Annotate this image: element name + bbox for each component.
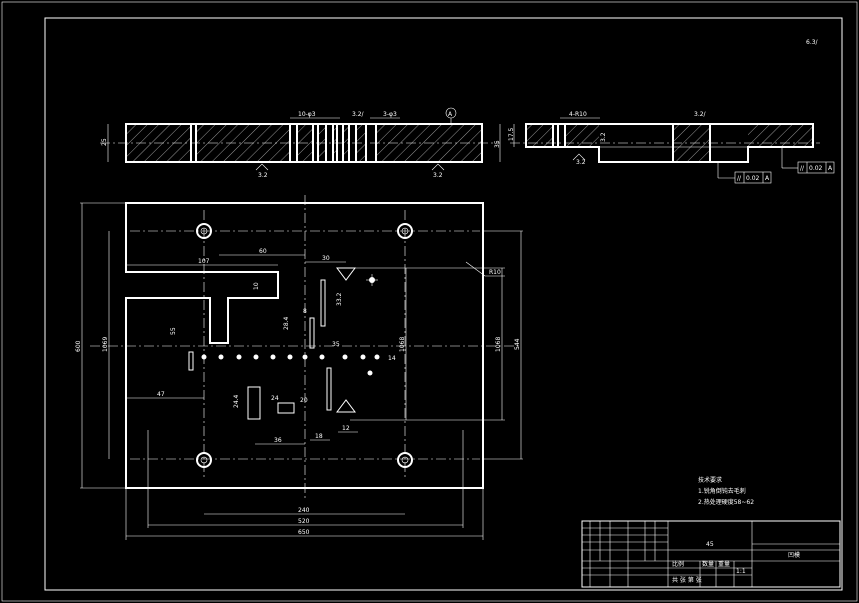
datum-a-label: A xyxy=(448,111,453,118)
triangle-punch-top xyxy=(336,267,356,281)
mount-hole-bottom-right xyxy=(397,452,413,468)
title-part-name: 凹模 xyxy=(788,551,800,559)
tol-frame-1-value: 0.02 xyxy=(746,175,760,182)
dim-r10: R10 xyxy=(489,269,501,276)
front-hole-note-1: 10-φ3 xyxy=(298,111,316,118)
dim-8: 8 xyxy=(303,308,307,315)
side-roughness-top: 3.2/ xyxy=(694,111,707,118)
tech-req-item-2: 2.热处理硬度58~62 xyxy=(698,498,754,506)
dim-14: 14 xyxy=(388,355,396,362)
title-qty-label: 数量 xyxy=(702,560,714,568)
title-block-frame xyxy=(581,520,841,588)
tol-frame-2-value: 0.02 xyxy=(809,165,823,172)
mount-hole-bottom-left xyxy=(196,452,212,468)
dim-24-4: 24.4 xyxy=(233,394,240,408)
dim-bottom-520: 520 xyxy=(298,518,310,525)
tol-frame-2-symbol: // xyxy=(800,165,805,172)
pocket-rect-2 xyxy=(277,402,295,414)
side-dim-inner: 17.5 xyxy=(508,127,515,141)
dim-47: 47 xyxy=(157,391,165,398)
title-weight-label: 重量 xyxy=(718,560,730,568)
tol-frame-1-symbol: // xyxy=(737,175,742,182)
dim-inner-height-left: 1069 xyxy=(102,337,109,352)
side-view-outline xyxy=(525,123,814,163)
tol-frame-2 xyxy=(797,161,835,174)
side-dim-top: 4-R10 xyxy=(569,111,587,118)
dim-107: 107 xyxy=(198,258,210,265)
dim-60: 60 xyxy=(259,248,267,255)
front-thickness-dim: 25 xyxy=(101,138,108,146)
title-block: 45 凹模 比例 数量 重量 1:1 共 张 第 张 xyxy=(581,520,841,588)
tol-frame-1 xyxy=(734,171,772,184)
dim-right-outer: 544 xyxy=(514,338,521,350)
dim-bottom-650: 650 xyxy=(298,529,310,536)
slot-left xyxy=(188,351,194,371)
punch-slot-3 xyxy=(326,367,332,411)
punch-slot-1 xyxy=(309,317,315,349)
side-roughness-mid: 3.2 xyxy=(600,132,607,142)
side-roughness-bottom: 3.2 xyxy=(576,159,586,166)
dim-overall-height: 600 xyxy=(75,340,82,352)
front-hole-note-2: 3-φ3 xyxy=(383,111,397,118)
mount-hole-top-left xyxy=(196,223,212,239)
front-view: 25 10-φ3 3-φ3 3.2/ A 3.2 3.2 xyxy=(100,107,500,179)
pocket-rect-1 xyxy=(247,386,261,420)
title-code: 1:1 xyxy=(736,568,746,575)
punch-slot-2 xyxy=(320,279,326,327)
side-dim-total: 35 xyxy=(494,140,501,148)
front-roughness-top: 3.2/ xyxy=(352,111,365,118)
dim-24: 24 xyxy=(271,395,279,402)
title-scale-label: 比例 xyxy=(672,560,684,568)
dim-36: 36 xyxy=(274,437,282,444)
plan-view: 600 1069 544 1068 1068 240 520 650 107 6… xyxy=(75,195,523,540)
dim-bottom-240: 240 xyxy=(298,507,310,514)
tol-frame-2-datum: A xyxy=(828,165,833,172)
dim-18: 18 xyxy=(315,433,323,440)
tol-frame-1-datum: A xyxy=(765,175,770,182)
dim-20: 20 xyxy=(300,397,308,404)
tech-requirements: 技术要求 1.锐角倒钝去毛刺 2.热处理硬度58~62 xyxy=(698,476,754,506)
dim-33-2: 33.2 xyxy=(336,292,343,306)
dim-28-4: 28.4 xyxy=(283,316,290,330)
plan-view-outline xyxy=(125,202,484,489)
dim-inner-height-right-2: 1068 xyxy=(399,337,406,352)
tech-req-title: 技术要求 xyxy=(698,476,722,484)
front-roughness-bottom-left: 3.2 xyxy=(258,172,268,179)
dim-55: 55 xyxy=(170,327,177,335)
dim-35: 35 xyxy=(332,341,340,348)
dim-12: 12 xyxy=(342,425,350,432)
triangle-punch-bottom xyxy=(336,399,356,413)
inner-frame xyxy=(44,17,843,591)
dim-10: 10 xyxy=(253,282,260,290)
front-roughness-bottom-right: 3.2 xyxy=(433,172,443,179)
dim-inner-height-right-1: 1068 xyxy=(495,337,502,352)
front-hatch-6 xyxy=(343,125,349,161)
surface-roughness-mark: 6.3/ xyxy=(806,39,819,46)
pierce-hole-row xyxy=(201,274,380,376)
title-sheet-info: 共 张 第 张 xyxy=(672,576,702,584)
side-view: 35 17.5 4-R10 3.2/ 3.2 3.2 // 0.02 A // … xyxy=(494,111,835,184)
title-material: 45 xyxy=(706,541,714,548)
mount-hole-top-right xyxy=(397,223,413,239)
tech-req-item-1: 1.锐角倒钝去毛刺 xyxy=(698,487,746,495)
dim-30: 30 xyxy=(322,255,330,262)
